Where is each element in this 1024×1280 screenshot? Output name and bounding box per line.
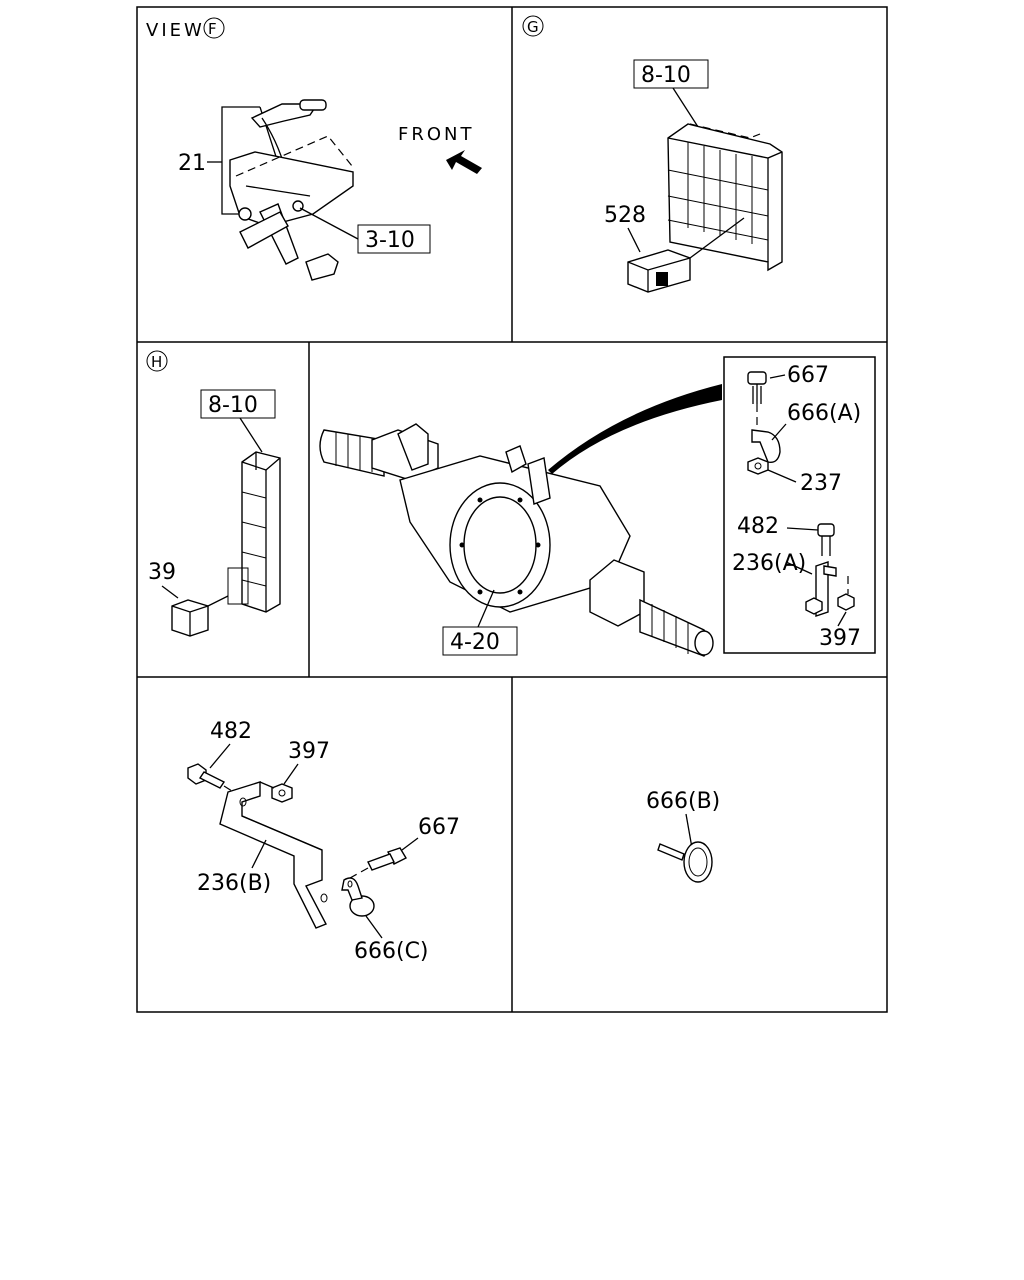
view-word: VIEW [146,20,205,41]
panel-rear-axle: 4-20 667 666(A) [319,356,876,657]
band-clamp-666b [657,841,713,883]
view-letter-f: F [208,20,217,38]
panel-view-f: VIEW F FRONT 21 [146,17,482,281]
detail-236a-label: 236(A) [732,551,806,576]
bolt-482-detail [817,523,835,556]
part-528-label: 528 [604,203,646,228]
detail-397-label: 397 [819,626,861,651]
bracket-666c-label: 666(C) [354,939,429,964]
ref-8-10-label-h: 8-10 [208,393,258,418]
bracket-397-label: 397 [288,739,330,764]
part-39-label: 39 [148,560,176,585]
bracket-236b [219,781,328,929]
ref-8-10-label-g: 8-10 [641,63,691,88]
front-label: FRONT [398,124,475,145]
fuse-box-h [227,451,281,613]
detail-inset: 667 666(A) 237 482 236(A) [723,356,876,654]
bracket-482-label: 482 [210,719,252,744]
ref-4-20-label: 4-20 [450,630,500,655]
ref-8-10-box-h: 8-10 [200,389,276,453]
nut-397-detail [805,593,855,615]
panel-view-g: G 8-10 528 [522,15,783,293]
panel-clamp: 666(B) [646,789,720,883]
detail-667-label: 667 [787,363,829,388]
ref-8-10-box-g: 8-10 [633,59,709,131]
clamp-666b-label: 666(B) [646,789,720,814]
detail-666a-label: 666(A) [787,401,861,426]
detail-482-label: 482 [737,514,779,539]
view-letter-g: G [527,18,539,36]
bracket-667-label: 667 [418,815,460,840]
ref-4-20-box: 4-20 [442,589,518,656]
relay-528 [627,217,745,293]
detail-callout-wedge [548,384,722,474]
brake-pedal-assembly [229,99,354,281]
diagram-grid [136,6,888,1013]
nut-397 [271,783,293,803]
fuse-box-g [667,123,783,272]
bracket-236b-label: 236(B) [197,871,271,896]
rear-axle-housing [319,423,714,657]
front-arrow-icon [446,150,482,174]
bolt-667-detail [747,371,767,404]
relay-39 [171,595,229,637]
clip-666c [341,877,375,917]
nut-237-detail [747,457,769,475]
panel-bracket: 482 397 236(B) 667 [187,719,460,964]
ref-3-10-label: 3-10 [365,228,415,253]
bolt-667 [349,847,407,879]
view-letter-h: H [151,353,162,371]
detail-237-label: 237 [800,471,842,496]
part-21-label: 21 [178,151,206,176]
panel-view-h: H 8-10 39 [146,350,281,637]
ref-3-10-box: 3-10 [299,207,431,254]
